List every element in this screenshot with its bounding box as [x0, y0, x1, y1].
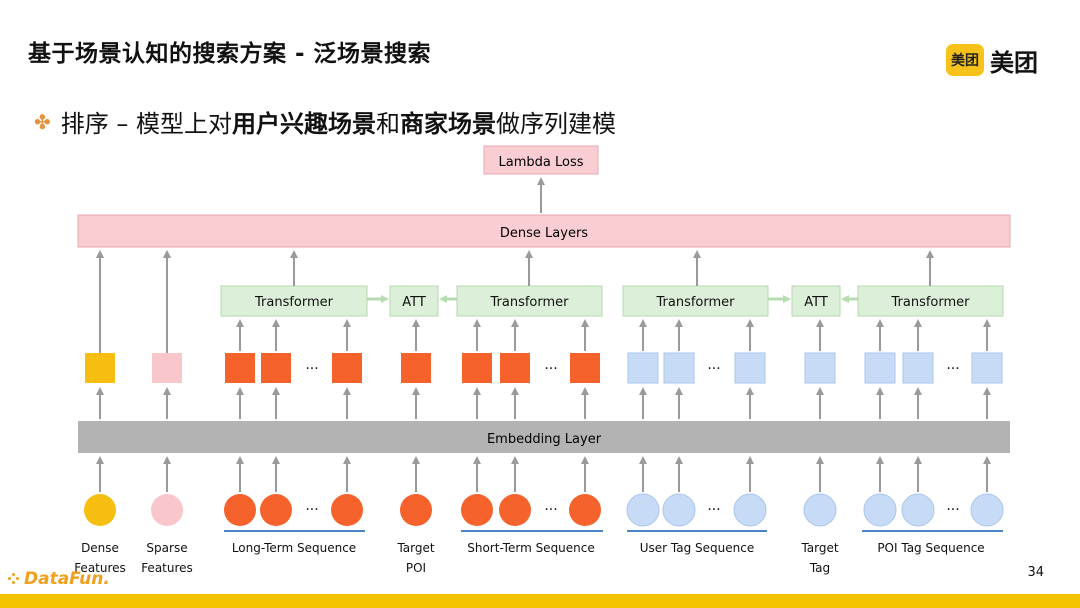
sparse-input-circle [151, 494, 183, 526]
long-term-input-1-circle [224, 494, 256, 526]
page-number: 34 [1027, 565, 1044, 580]
target-tag-embedding [804, 352, 836, 384]
bullet-mid: 和 [376, 110, 401, 138]
long-term-input-n-circle [331, 494, 363, 526]
poi-tag-input-1-circle [863, 493, 897, 527]
target-tag-input-circle [803, 493, 837, 527]
bullet-suffix: 做序列建模 [496, 110, 617, 138]
short-term-sequence-label: Short-Term Sequence [467, 541, 595, 555]
square-ellipsis-0: ··· [305, 361, 318, 377]
user-tag-embedding-1 [627, 352, 659, 384]
short-term-input-1-circle [461, 494, 493, 526]
meituan-logo: 美团 美团 [946, 44, 1038, 77]
square-ellipsis-3: ··· [946, 361, 959, 377]
long-term-embedding-1 [225, 353, 255, 383]
poi-tag-input-n-circle [970, 493, 1004, 527]
meituan-logo-text: 美团 [990, 48, 1038, 77]
user-tag-input-1-circle [626, 493, 660, 527]
user-tag-sequence-label: User Tag Sequence [640, 541, 755, 555]
sparse-features-label-2: Features [141, 561, 193, 575]
target-poi-embedding [401, 353, 431, 383]
short-term-input-n-circle [569, 494, 601, 526]
short-term-input-2-circle [499, 494, 531, 526]
short-term-embedding-1 [462, 353, 492, 383]
poi-tag-sequence-label: POI Tag Sequence [877, 541, 984, 555]
bullet-point: ✤ 排序 – 模型上对用户兴趣场景和商家场景做序列建模 [34, 104, 616, 139]
long-term-input-2-circle [260, 494, 292, 526]
target-poi-input-circle [400, 494, 432, 526]
sparse-features-label-1: Sparse [146, 541, 187, 555]
dense-features-label-1: Dense [81, 541, 119, 555]
circle-ellipsis-2: ··· [707, 502, 720, 518]
att-block-tag-box [791, 285, 841, 317]
att-block-poi-label: ATT [402, 295, 426, 310]
flower-bullet-icon: ✤ [34, 109, 51, 134]
target-tag-label-1: Target [800, 541, 838, 555]
user-tag-embedding-2 [663, 352, 695, 384]
transformer-user-tag-label: Transformer [655, 295, 735, 310]
transformer-short-term-box [456, 285, 603, 317]
bullet-bold-merchant-scene: 商家场景 [400, 110, 497, 138]
dense-input-circle [84, 494, 116, 526]
datafun-brand: DataFun. [24, 569, 110, 589]
poi-tag-embedding-n [971, 352, 1003, 384]
embedding-layer-box [78, 421, 1010, 453]
transformer-long-term-label: Transformer [254, 295, 334, 310]
dense-layers-label: Dense Layers [500, 226, 588, 241]
datafun-logo: DataFun. [8, 569, 110, 589]
dense-embedding [85, 353, 115, 383]
circle-ellipsis-3: ··· [946, 502, 959, 518]
long-term-sequence-label: Long-Term Sequence [232, 541, 356, 555]
circle-ellipsis-0: ··· [305, 502, 318, 518]
lambda-loss-box [483, 145, 599, 175]
user-tag-embedding-n [734, 352, 766, 384]
transformer-user-tag-box [622, 285, 769, 317]
dense-features-label-2: Features [74, 561, 126, 575]
lambda-loss-label: Lambda Loss [499, 155, 584, 170]
dense-layers-box [77, 214, 1011, 248]
att-block-poi-box [389, 285, 439, 317]
long-term-embedding-2 [261, 353, 291, 383]
circle-ellipsis-1: ··· [544, 502, 557, 518]
footer-accent-bar [0, 594, 1080, 608]
bullet-prefix: 排序 – 模型上对 [60, 110, 233, 138]
sparse-embedding [152, 353, 182, 383]
poi-tag-embedding-1 [864, 352, 896, 384]
poi-tag-input-2-circle [901, 493, 935, 527]
transformer-short-term-label: Transformer [489, 295, 569, 310]
slide-title: 基于场景认知的搜索方案 - 泛场景搜索 [28, 41, 432, 67]
transformer-long-term-box [220, 285, 368, 317]
user-tag-input-2-circle [662, 493, 696, 527]
target-poi-label-2: POI [406, 561, 426, 575]
bullet-bold-user-scene: 用户兴趣场景 [232, 110, 377, 138]
datafun-dots-icon [8, 572, 22, 586]
target-tag-label-2: Tag [809, 561, 830, 575]
user-tag-input-n-circle [733, 493, 767, 527]
short-term-embedding-2 [500, 353, 530, 383]
long-term-embedding-n [332, 353, 362, 383]
poi-tag-embedding-2 [902, 352, 934, 384]
meituan-logo-badge: 美团 [946, 44, 984, 76]
square-ellipsis-2: ··· [707, 361, 720, 377]
square-ellipsis-1: ··· [544, 361, 557, 377]
short-term-embedding-n [570, 353, 600, 383]
target-poi-label-1: Target [396, 541, 434, 555]
transformer-poi-tag-box [857, 285, 1004, 317]
att-block-tag-label: ATT [804, 295, 828, 310]
transformer-poi-tag-label: Transformer [890, 295, 970, 310]
embedding-layer-label: Embedding Layer [487, 432, 602, 447]
